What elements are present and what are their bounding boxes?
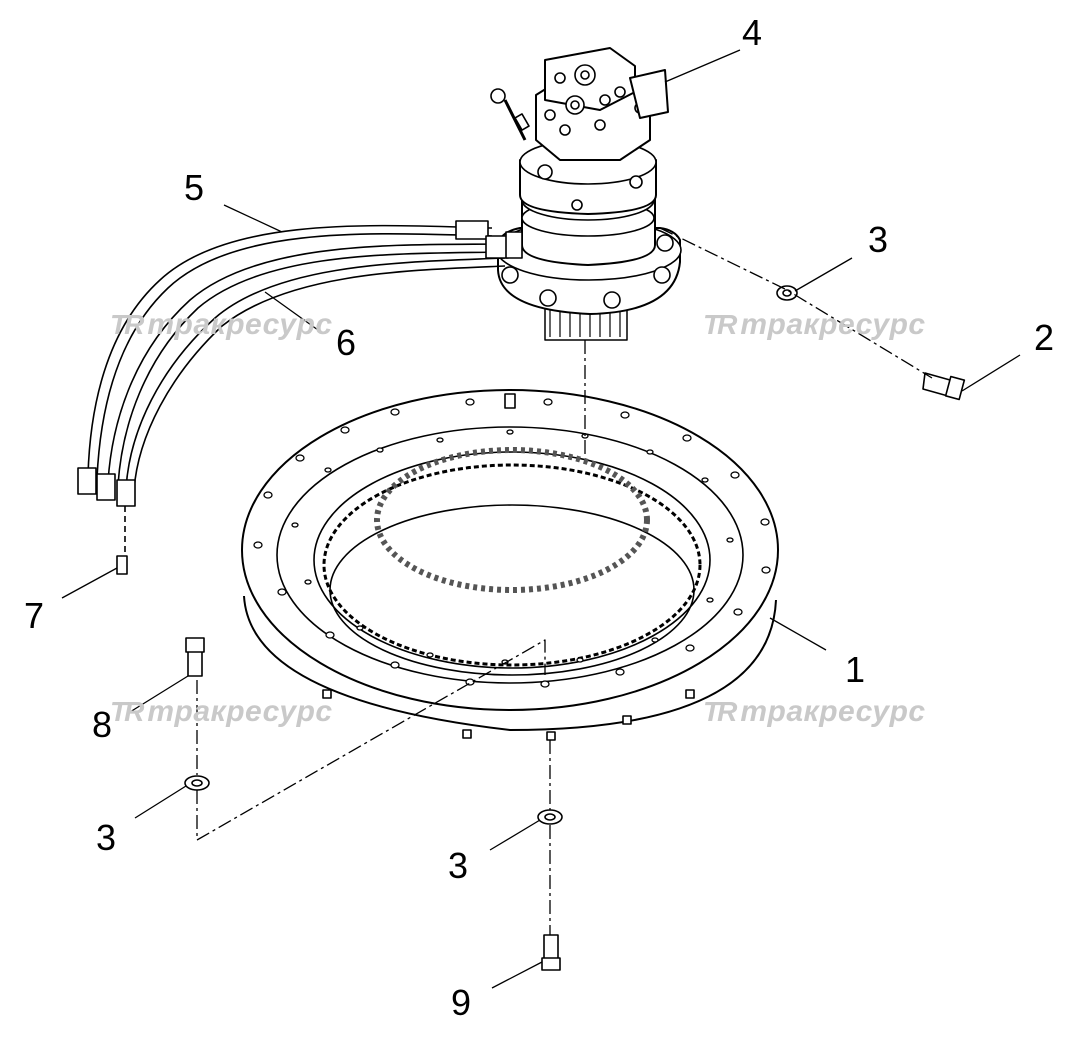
callout-4: 4 bbox=[742, 12, 763, 53]
callout-5: 5 bbox=[184, 167, 205, 208]
swing-motor bbox=[490, 47, 682, 341]
callout-9: 9 bbox=[451, 982, 472, 1023]
washer-3-left bbox=[184, 775, 210, 791]
swing-bearing-ring bbox=[241, 389, 779, 741]
hydraulic-hoses bbox=[77, 220, 523, 555]
watermark-logo: ТR bbox=[703, 696, 737, 727]
fitting-7 bbox=[116, 555, 128, 575]
washer-3-upper bbox=[776, 285, 798, 301]
watermark-logo: ТR bbox=[703, 309, 737, 340]
callout-3-left: 3 bbox=[96, 817, 117, 858]
callout-3-lower: 3 bbox=[448, 845, 469, 886]
assembly-lines bbox=[196, 227, 933, 935]
watermark-logo: ТR bbox=[110, 309, 144, 340]
watermark-text: тракресурс bbox=[147, 308, 333, 341]
bolt-2 bbox=[922, 372, 966, 401]
watermark-text: тракресурс bbox=[740, 695, 926, 728]
callout-6: 6 bbox=[336, 322, 357, 363]
watermark-text: тракресурс bbox=[147, 695, 333, 728]
bearing-bottom-bolts bbox=[322, 689, 695, 741]
callout-7: 7 bbox=[24, 595, 45, 636]
leader-lines bbox=[61, 49, 1021, 989]
bearing-bolt-holes bbox=[253, 398, 771, 688]
washer-3-lower bbox=[537, 809, 563, 825]
callout-8: 8 bbox=[92, 704, 113, 745]
watermark-text: тракресурс bbox=[740, 308, 926, 341]
callout-3-upper: 3 bbox=[868, 219, 889, 260]
watermark-logo: ТR bbox=[110, 696, 144, 727]
callout-2: 2 bbox=[1034, 317, 1055, 358]
callout-1: 1 bbox=[845, 649, 866, 690]
bolt-8 bbox=[185, 637, 205, 677]
bolt-9 bbox=[541, 934, 561, 971]
